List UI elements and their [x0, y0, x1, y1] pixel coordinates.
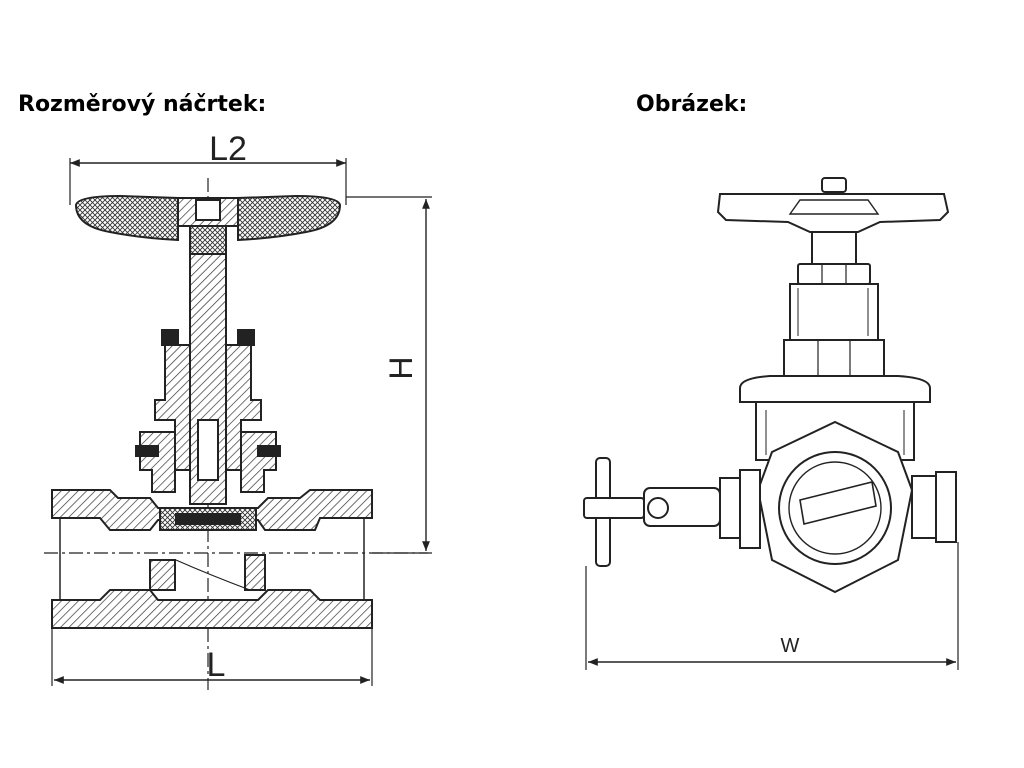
- dimensional-sketch-heading: Rozměrový náčrtek:: [18, 92, 267, 117]
- top-nut: [821, 177, 847, 193]
- bonnet-section: [135, 329, 281, 493]
- sectional-sketch: L2: [44, 130, 432, 690]
- bonnet-hex-nut: [783, 339, 885, 379]
- dimension-w: W: [585, 542, 959, 670]
- bonnet-column: [789, 283, 879, 341]
- w-label: W: [781, 635, 800, 657]
- l-label: L: [207, 646, 226, 684]
- dimension-l2: L2: [69, 130, 347, 205]
- l2-label: L2: [209, 130, 247, 168]
- dimension-l: L: [51, 628, 373, 686]
- valve-picture: W: [583, 177, 959, 670]
- handwheel-section: [74, 194, 342, 255]
- stem-collar: [811, 231, 857, 265]
- picture-heading: Obrázek:: [636, 92, 748, 117]
- handwheel-picture: [716, 193, 950, 233]
- bonnet-flange: [739, 375, 931, 403]
- h-label: H: [383, 356, 419, 379]
- dimension-h: H: [346, 196, 432, 554]
- valve-body-section: [51, 489, 373, 629]
